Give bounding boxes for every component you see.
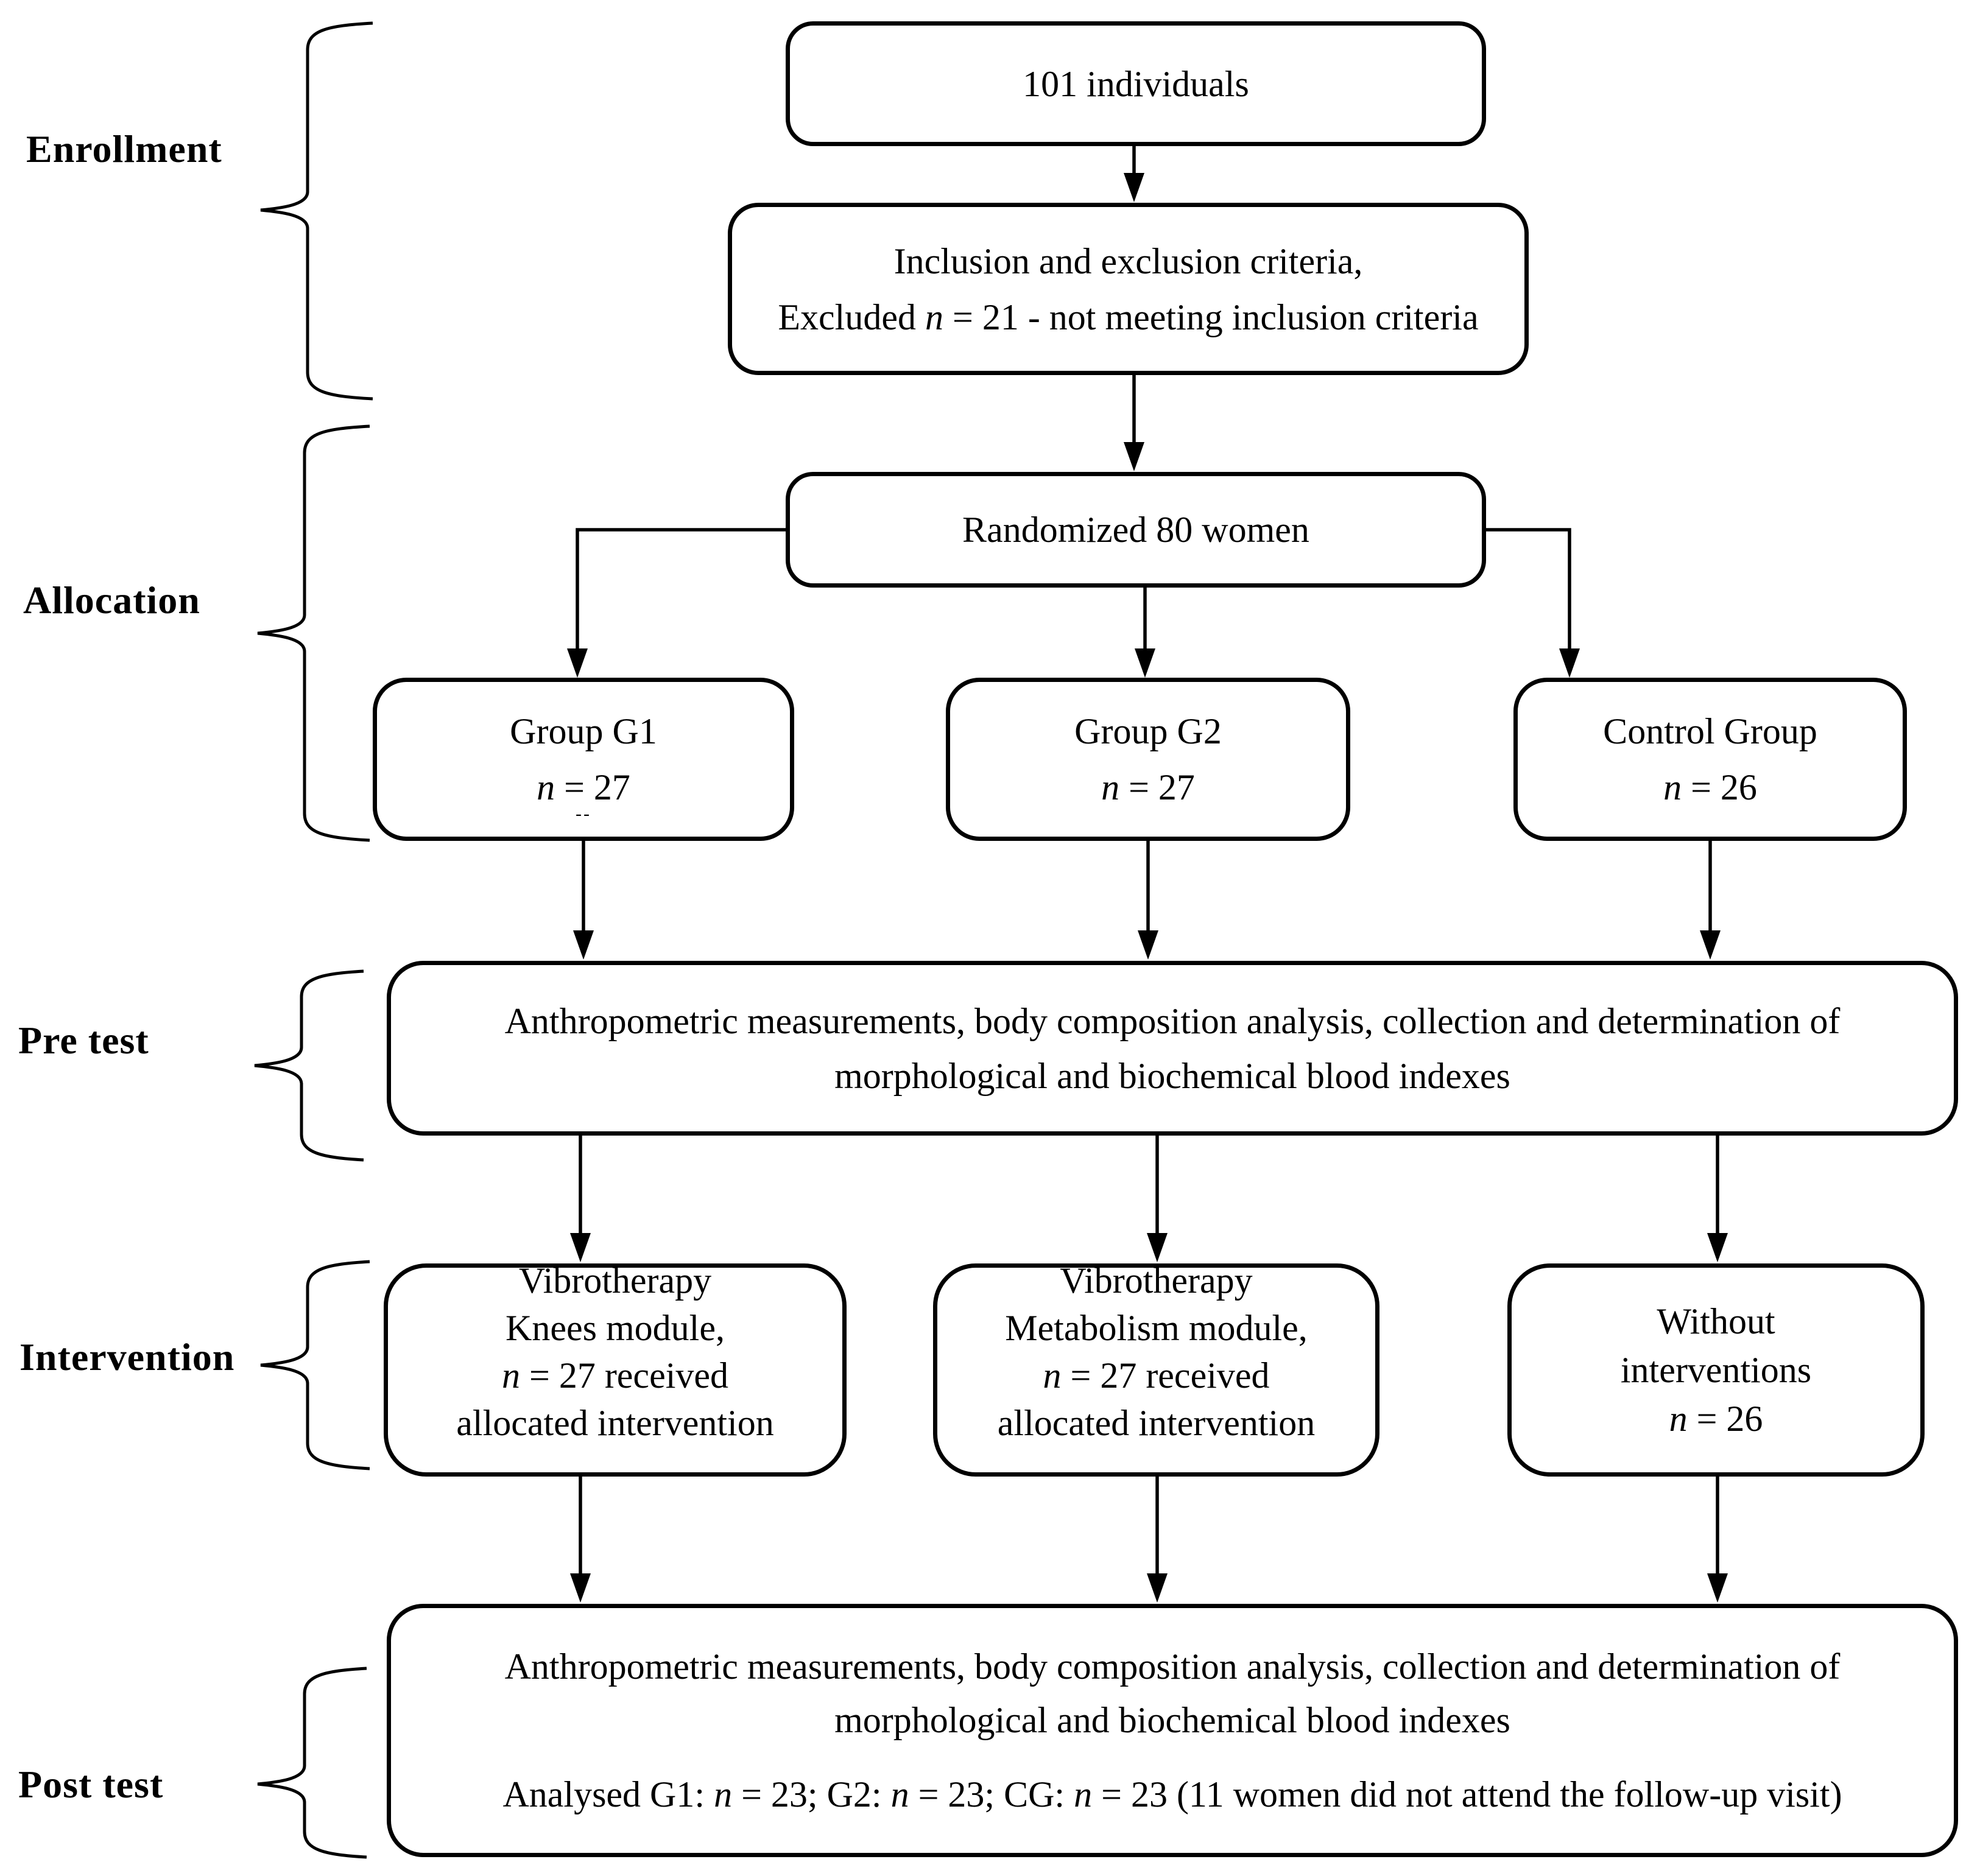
n-value: = 27 received: [520, 1355, 728, 1396]
excluded-suffix: = 21 - not meeting inclusion criteria: [943, 297, 1479, 337]
int-line2: Knees module,: [506, 1308, 725, 1348]
arrowhead: [1700, 930, 1721, 960]
int-line3: n = 27 received: [502, 1352, 728, 1399]
int-line1: Vibrotherapy: [1060, 1260, 1253, 1301]
pretest-line1: Anthropometric measurements, body compos…: [504, 1000, 1841, 1041]
int-line1: Vibrotherapy: [518, 1260, 712, 1301]
stage-label-pre-test: Pre test: [18, 1019, 149, 1062]
box-intervention-knees: Vibrotherapy Knees module, n = 27 receiv…: [384, 1260, 847, 1477]
stage-label-enrollment: Enrollment: [26, 127, 222, 170]
posttest-line2: morphological and biochemical blood inde…: [834, 1700, 1510, 1740]
n-symbol: n: [714, 1774, 733, 1815]
posttest-line1: Anthropometric measurements, body compos…: [504, 1646, 1841, 1687]
criteria-line1: Inclusion and exclusion criteria,: [893, 241, 1363, 281]
int-line2: Metabolism module,: [1005, 1308, 1308, 1348]
arrowhead: [567, 648, 588, 678]
n-symbol: n: [1043, 1355, 1062, 1396]
brace-allocation: [257, 424, 370, 842]
n-value: = 26: [1682, 767, 1757, 807]
group-n-count: n = 27: [537, 759, 630, 815]
group-n-count: n = 26: [1663, 759, 1757, 815]
n-symbol: n: [890, 1774, 909, 1815]
stage-label-post-test: Post test: [18, 1763, 164, 1806]
int-line2: interventions: [1620, 1350, 1812, 1390]
pretest-line2: morphological and biochemical blood inde…: [834, 1055, 1510, 1096]
brace-pretest: [254, 969, 364, 1162]
n-symbol: n: [1074, 1774, 1093, 1815]
arrowhead: [1135, 648, 1155, 678]
group-title: Control Group: [1603, 711, 1817, 751]
arrow-randomized-to-g1: [576, 528, 786, 650]
stray-mark: --: [576, 804, 591, 824]
box-pre-test-measurements: Anthropometric measurements, body compos…: [387, 961, 1958, 1136]
box-inclusion-exclusion-criteria: Inclusion and exclusion criteria, Exclud…: [728, 203, 1529, 375]
box-intervention-metabolism: Vibrotherapy Metabolism module, n = 27 r…: [933, 1260, 1379, 1477]
int-line4: allocated intervention: [997, 1403, 1316, 1443]
n-symbol: n: [925, 297, 943, 337]
arrowhead: [1707, 1573, 1728, 1603]
criteria-line2: Excluded n = 21 - not meeting inclusion …: [778, 289, 1478, 345]
n-symbol: n: [501, 1355, 520, 1396]
stage-label-allocation: Allocation: [23, 578, 200, 622]
group-title: Group G2: [1074, 711, 1222, 751]
arrowhead: [1124, 442, 1144, 471]
int-line1: Without: [1657, 1301, 1775, 1341]
group-n-count: n = 27: [1101, 759, 1195, 815]
analysed-suffix: = 23 (11 women did not attend the follow…: [1092, 1774, 1842, 1815]
analysed-prefix: Analysed G1:: [502, 1774, 714, 1815]
int-line3: n = 26: [1669, 1394, 1763, 1443]
n-value: = 27 received: [1061, 1355, 1270, 1396]
brace-intervention: [260, 1260, 370, 1470]
brace-enrollment: [260, 21, 373, 401]
box-without-interventions: Without interventions n = 26: [1507, 1263, 1925, 1477]
box-group-g2: Group G2 n = 27: [946, 678, 1350, 841]
int-line4: allocated intervention: [456, 1403, 774, 1443]
n-value: = 26: [1687, 1399, 1763, 1439]
n-symbol: n: [537, 767, 555, 807]
box-text: Randomized 80 women: [962, 510, 1309, 550]
box-control-group: Control Group n = 26: [1513, 678, 1907, 841]
n-symbol: n: [1669, 1399, 1688, 1439]
n-value: = 27: [1119, 767, 1195, 807]
box-101-individuals: 101 individuals: [786, 21, 1486, 146]
arrowhead: [1707, 1233, 1728, 1262]
arrowhead: [1124, 173, 1144, 202]
n-value: = 27: [555, 767, 630, 807]
n-symbol: n: [1663, 767, 1682, 807]
analysed-mid1: = 23; G2:: [732, 1774, 891, 1815]
arrowhead: [570, 1573, 591, 1603]
arrowhead: [1559, 648, 1580, 678]
arrowhead: [573, 930, 594, 960]
arrowhead: [1147, 1573, 1168, 1603]
int-line3: n = 27 received: [1043, 1352, 1269, 1399]
posttest-analysed-line: Analysed G1: n = 23; G2: n = 23; CG: n =…: [502, 1768, 1842, 1821]
arrowhead: [570, 1233, 591, 1262]
stage-label-intervention: Intervention: [19, 1335, 235, 1379]
arrowhead: [1147, 1233, 1168, 1262]
group-title: Group G1: [510, 711, 657, 751]
n-symbol: n: [1101, 767, 1120, 807]
box-text: 101 individuals: [1023, 63, 1249, 104]
arrowhead: [1138, 930, 1158, 960]
analysed-mid2: = 23; CG:: [909, 1774, 1074, 1815]
arrow-randomized-to-cg: [1486, 528, 1571, 650]
box-post-test-analysis: Anthropometric measurements, body compos…: [387, 1604, 1958, 1857]
brace-posttest: [257, 1667, 367, 1859]
box-randomized: Randomized 80 women: [786, 472, 1486, 588]
excluded-prefix: Excluded: [778, 297, 925, 337]
box-group-g1: Group G1 n = 27 --: [373, 678, 794, 841]
